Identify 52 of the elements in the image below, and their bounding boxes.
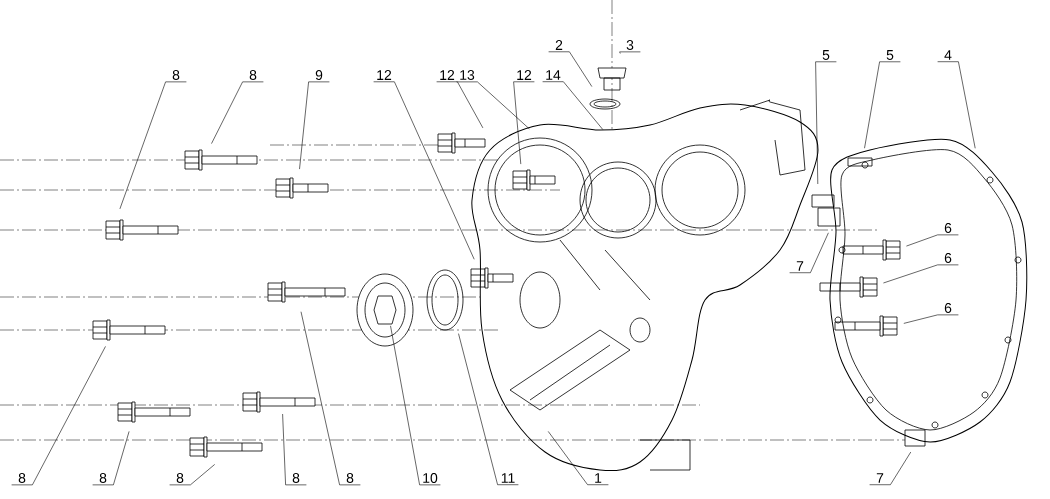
leader-line	[211, 81, 264, 144]
leader-line	[92, 431, 130, 486]
callout-number: 8	[172, 70, 180, 80]
callout-number: 12	[517, 70, 532, 80]
leader-line	[458, 333, 519, 486]
callout-number: 8	[292, 473, 300, 483]
leader-line	[300, 311, 361, 486]
callout-number: 8	[176, 473, 184, 483]
leader-line	[119, 81, 187, 210]
callout-number: 1	[595, 473, 602, 483]
leader-line	[390, 325, 441, 486]
callout-number: 13	[460, 70, 475, 80]
callout-number: 12	[440, 70, 455, 80]
leader-line	[864, 61, 901, 149]
leader-line	[903, 314, 959, 324]
callout-number: 5	[822, 50, 830, 60]
callout-number: 4	[944, 50, 952, 60]
callout-number: 8	[18, 473, 26, 483]
callout-number: 9	[315, 70, 323, 80]
callout-number: 11	[501, 473, 515, 483]
leader-line	[547, 431, 609, 486]
callout-number: 8	[249, 70, 257, 80]
callout-number: 7	[876, 473, 884, 483]
leader-line	[436, 81, 484, 129]
callout-number: 7	[796, 261, 804, 271]
leader-line	[619, 51, 641, 54]
leader-line	[548, 51, 593, 87]
callout-number: 10	[423, 473, 438, 483]
leader-line	[456, 81, 530, 130]
leader-line	[282, 413, 307, 486]
callout-number: 6	[944, 303, 952, 313]
leader-line	[883, 264, 959, 284]
leader-line	[542, 81, 604, 130]
leader-line	[373, 81, 475, 260]
callout-number: 3	[626, 40, 634, 50]
leader-line	[11, 346, 106, 486]
leader-line	[906, 234, 959, 247]
callout-number: 2	[555, 40, 563, 50]
leader-line	[815, 61, 837, 185]
leader-line	[513, 81, 535, 165]
leader-line	[299, 81, 330, 170]
callout-number: 14	[546, 70, 561, 80]
leader-line	[169, 464, 215, 486]
callout-number: 12	[377, 70, 392, 80]
callout-number: 8	[346, 473, 354, 483]
leader-line	[789, 232, 829, 274]
callout-number: 6	[944, 223, 952, 233]
callout-number: 8	[99, 473, 107, 483]
callout-number: 5	[886, 50, 894, 60]
callout-number: 6	[944, 253, 952, 263]
leader-line	[869, 451, 912, 486]
leader-line	[937, 61, 976, 149]
